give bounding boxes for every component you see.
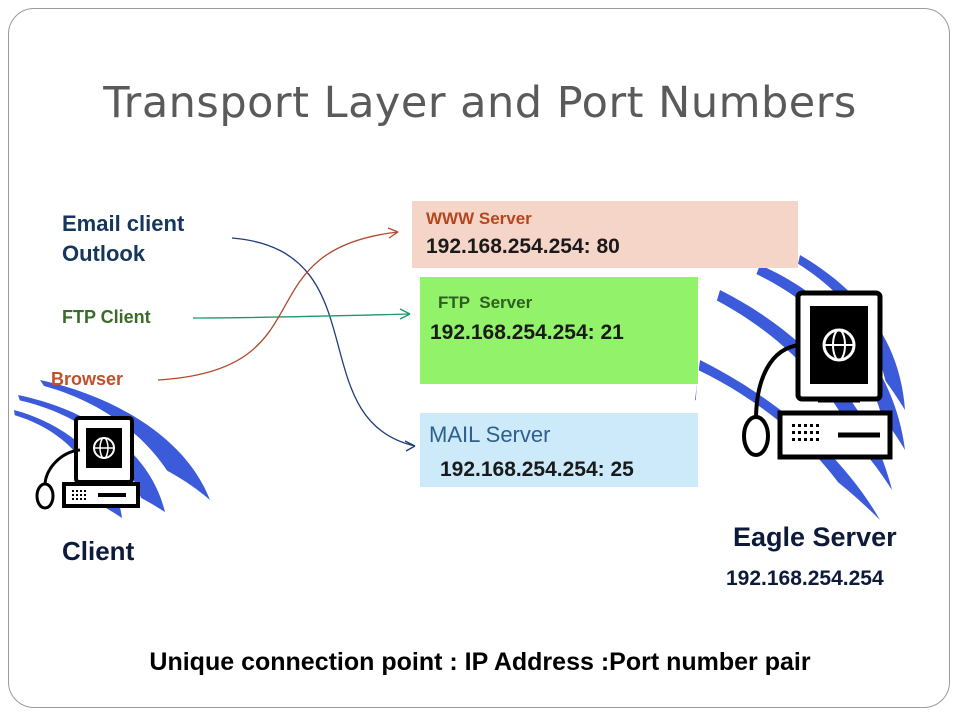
- browser-to-www-connection: [157, 231, 399, 381]
- email-to-mail-connection: [231, 237, 416, 447]
- client-name: Client: [62, 536, 135, 566]
- www-server-box: WWW Server 192.168.254.254: 80: [412, 201, 798, 268]
- browser-connection-arrowhead: [387, 227, 399, 239]
- browser-label: Browser: [51, 369, 124, 389]
- ftp-client-label: FTP Client: [62, 307, 151, 327]
- ftp-server-name: FTP Server: [438, 293, 533, 312]
- email-client-label-line1: Email client: [62, 211, 185, 236]
- footer-caption: Unique connection point : IP Address :Po…: [149, 648, 811, 676]
- ftp-server-address: 192.168.254.254: 21: [430, 321, 624, 344]
- ftp-server-box: FTP Server 192.168.254.254: 21: [420, 277, 698, 384]
- client-computer-icon: [35, 416, 140, 510]
- page-title: Transport Layer and Port Numbers: [103, 78, 857, 128]
- www-server-name: WWW Server: [426, 209, 532, 228]
- server-computer-icon: [742, 290, 893, 460]
- eagle-server-name: Eagle Server: [733, 522, 897, 552]
- www-server-address: 192.168.254.254: 80: [426, 235, 620, 258]
- eagle-server-ip: 192.168.254.254: [726, 567, 884, 590]
- mail-server-box: MAIL Server 192.168.254.254: 25: [420, 413, 698, 487]
- mail-server-name: MAIL Server: [429, 422, 551, 447]
- mail-server-address: 192.168.254.254: 25: [440, 458, 634, 481]
- email-connection-arrowhead: [404, 440, 416, 452]
- email-client-label-line2: Outlook: [62, 241, 146, 266]
- email-client-label: Email client Outlook: [62, 209, 184, 269]
- ftp-connection-arrowhead: [399, 308, 411, 320]
- ftp-to-ftp-connection: [192, 313, 411, 319]
